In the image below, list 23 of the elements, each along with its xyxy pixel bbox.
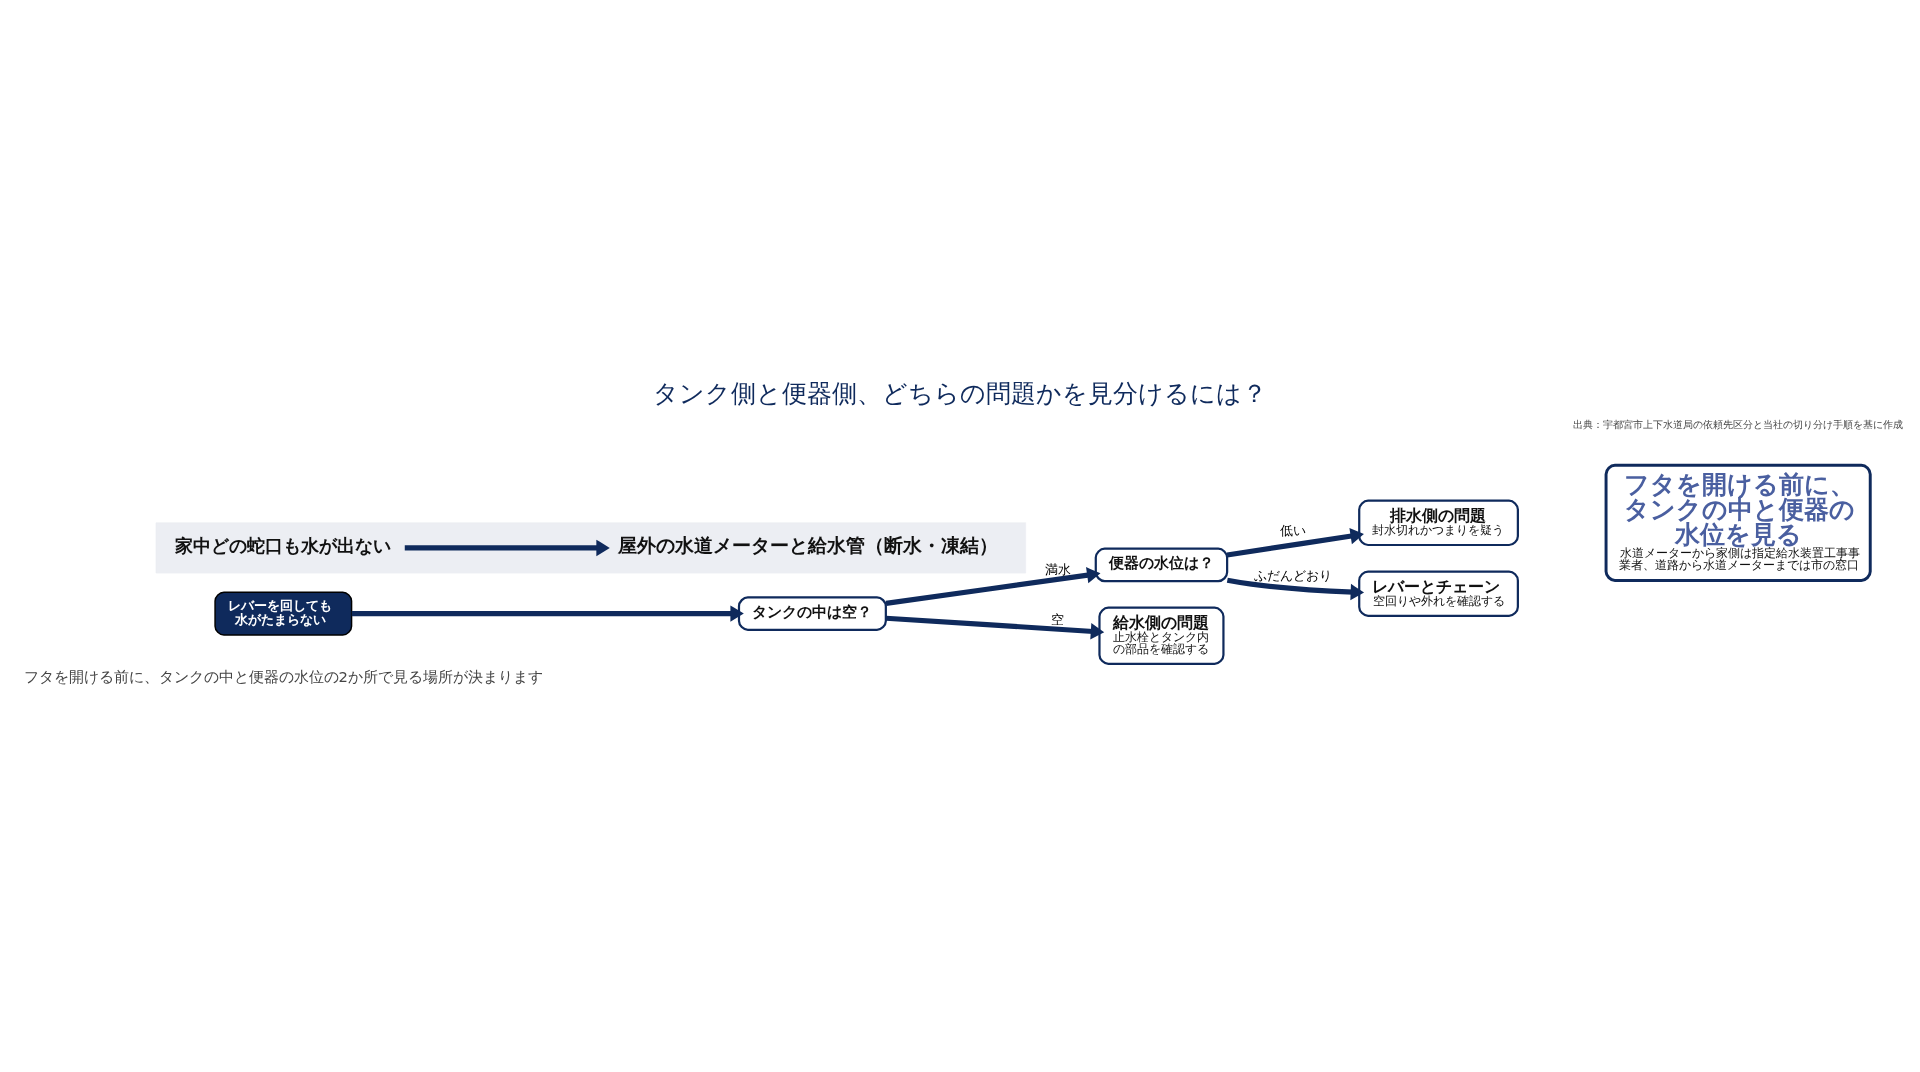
label: 出典：宇都宮市上下水道局の依頼先区分と当社の切り分け手順を基に作成 (1573, 418, 1904, 430)
node-box: 給水側の問題 止水栓とタンク内の部品を確認する (1098, 606, 1225, 665)
edge-label: ふだんどおり (1254, 567, 1333, 583)
arrow (1226, 527, 1364, 558)
node-text: 家中どの蛇口も水が出ない (175, 535, 392, 556)
node-box: レバーを回しても水がたまらない (214, 590, 353, 636)
node-box: タンクの中は空？ (737, 595, 887, 631)
arrow (885, 566, 1101, 606)
edge-label: 低い (1280, 522, 1307, 538)
cluster (155, 522, 1027, 573)
node-box: フタを開ける前に、タンクの中と便器の水位を見る 水道メーターから家側は指定給水装置工事事業者、道路から水道メーターまでは市の窓口 (1604, 463, 1872, 582)
node-box: 便器の水位は？ (1094, 547, 1229, 582)
arrow (404, 539, 610, 556)
node-box: 排水側の問題 封水切れかつまりを疑う (1358, 499, 1519, 546)
diagram-title: タンク側と便器側、どちらの問題かを見分けるには？ (653, 378, 1267, 408)
edge-label: 空 (1051, 611, 1065, 627)
arrow (1226, 577, 1365, 600)
edge-label: 満水 (1044, 561, 1071, 577)
node-text: 屋外の水道メーターと給水管（断水・凍結） (618, 533, 999, 557)
node-box: レバーとチェーン 空回りや外れを確認する (1358, 569, 1519, 617)
arrow (885, 615, 1105, 639)
label: フタを開ける前に、タンクの中と便器の水位の2か所で見る場所が決まります (23, 667, 544, 684)
arrow (351, 604, 744, 622)
